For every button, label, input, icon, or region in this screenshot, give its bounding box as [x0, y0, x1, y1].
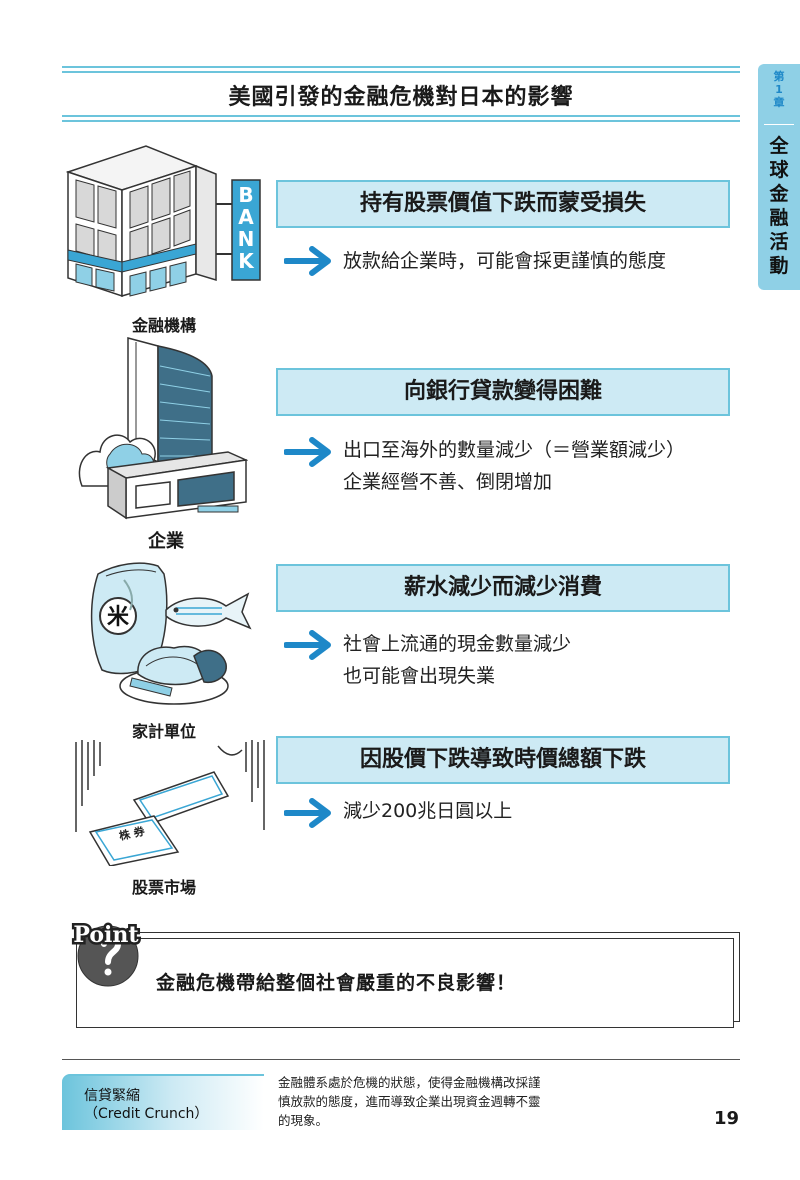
page-title: 美國引發的金融危機對日本的影響	[228, 85, 574, 110]
section-text: 社會上流通的現金數量減少 也可能會出現失業	[343, 628, 571, 692]
term-description-line: 金融體系處於危機的狀態，使得金融機構改採謹	[278, 1075, 541, 1090]
title-rule	[62, 115, 740, 117]
chapter-label-part: 章	[773, 96, 785, 109]
rice-label: 米	[107, 605, 130, 630]
arrow-right-icon	[284, 798, 331, 828]
point-badge-icon: Point	[71, 920, 142, 987]
term-english: （Credit Crunch）	[84, 1106, 209, 1122]
title-rule	[62, 120, 740, 122]
point-frame	[76, 938, 734, 1028]
heading-market-cap-drop: 因股價下跌導致時價總額下跌	[276, 736, 730, 784]
section-text-line: 放款給企業時，可能會採更謹慎的態度	[343, 250, 667, 272]
section-text-line: 出口至海外的數量減少（＝營業額減少）	[343, 439, 686, 461]
chapter-label-part: 1	[775, 83, 783, 96]
chapter-title: 全 球 金 融 活 動	[758, 134, 800, 278]
term-box	[62, 1074, 264, 1130]
household-goods-icon: 米	[90, 562, 252, 705]
arrow-right-icon	[284, 246, 331, 276]
heading-stock-loss: 持有股票價值下跌而蒙受損失	[276, 180, 730, 228]
point-badge-label: Point	[73, 922, 139, 948]
bank-sign-letter: K	[238, 249, 255, 273]
bank-sign-letter: B	[238, 183, 253, 207]
section-text-line: 也可能會出現失業	[343, 665, 496, 687]
certificate-label: 株 券	[118, 824, 147, 843]
bank-sign-letter: A	[238, 205, 254, 229]
arrow-right-icon	[284, 630, 331, 660]
title-rule	[62, 66, 740, 68]
heading-consumption-drop: 薪水減少而減少消費	[276, 564, 730, 612]
caption-company: 企業	[148, 531, 184, 552]
term-description-line: 的現象。	[278, 1113, 329, 1128]
arrow-right-icon	[284, 437, 331, 467]
page-number: 19	[714, 1108, 740, 1129]
chapter-side-tab[interactable]: 第 1 章 全 球 金 融 活 動	[758, 64, 800, 290]
section-text-line: 社會上流通的現金數量減少	[343, 633, 572, 655]
bank-building-icon: B A N K	[66, 145, 261, 298]
heading-loan-difficulty: 向銀行貸款變得困難	[276, 368, 730, 416]
chapter-title-char: 融	[769, 207, 789, 229]
chapter-title-char: 全	[769, 135, 789, 157]
section-text: 放款給企業時，可能會採更謹慎的態度	[343, 245, 666, 277]
chapter-title-char: 球	[769, 159, 789, 181]
section-text: 出口至海外的數量減少（＝營業額減少） 企業經營不善、倒閉增加	[343, 434, 685, 498]
title-band: 美國引發的金融危機對日本的影響	[62, 66, 740, 126]
chapter-title-char: 動	[769, 255, 789, 277]
caption-stock-market: 股票市場	[132, 878, 197, 897]
title-rule	[62, 71, 740, 73]
section-text: 減少200兆日圓以上	[343, 795, 512, 827]
tab-divider	[764, 124, 794, 125]
term-name: 信貸緊縮	[84, 1088, 140, 1104]
company-building-icon	[78, 337, 248, 520]
term-description-line: 慎放款的態度，進而導致企業出現資金週轉不靈	[278, 1094, 541, 1109]
chapter-title-char: 活	[769, 231, 789, 253]
section-text-line: 減少200兆日圓以上	[343, 800, 513, 822]
section-text-line: 企業經營不善、倒閉增加	[343, 471, 553, 493]
footer-divider	[62, 1059, 740, 1060]
caption-financial-institution: 金融機構	[132, 316, 197, 335]
chapter-label-part: 第	[773, 70, 785, 83]
term-description: 金融體系處於危機的狀態，使得金融機構改採謹 慎放款的態度，進而導致企業出現資金週…	[278, 1073, 598, 1130]
stock-certificates-icon: 株 券	[75, 740, 265, 866]
chapter-title-char: 金	[769, 183, 789, 205]
bank-sign-letter: N	[238, 227, 255, 251]
chapter-label: 第 1 章	[758, 70, 800, 109]
point-text: 金融危機帶給整個社會嚴重的不良影響！	[156, 972, 517, 994]
caption-household: 家計單位	[132, 722, 197, 741]
